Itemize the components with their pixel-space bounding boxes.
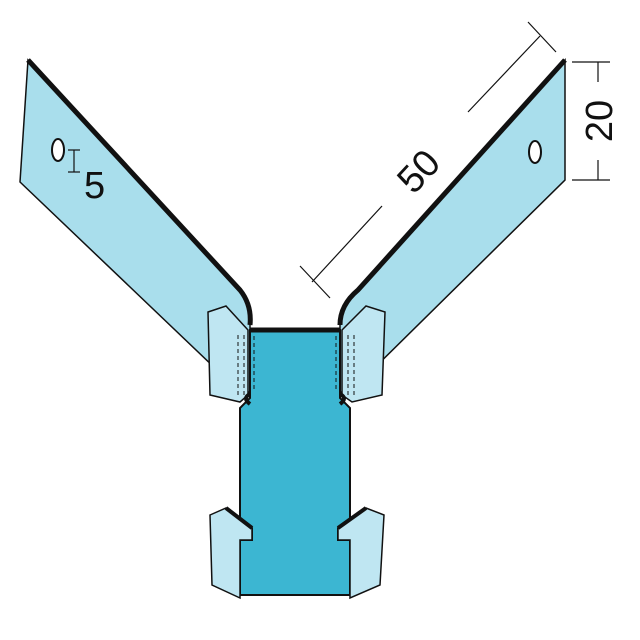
hole-dimension: 5 — [68, 149, 105, 207]
arm-length-label: 50 — [389, 142, 449, 202]
upper-left-flange — [207, 305, 249, 403]
hole-size-label: 5 — [84, 165, 105, 207]
arm-width-dimension: 20 — [572, 61, 621, 181]
lower-right-flange — [336, 506, 385, 600]
lower-left-flange — [209, 506, 254, 600]
arm-width-label: 20 — [579, 100, 621, 142]
right-mounting-hole — [528, 140, 542, 164]
left-mounting-hole — [51, 138, 65, 162]
central-core — [239, 327, 351, 596]
